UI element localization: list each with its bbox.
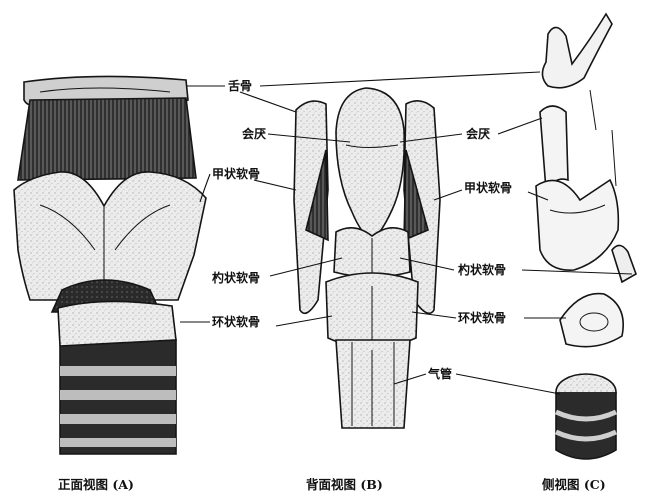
label-thyroid-left: 甲状软骨: [212, 166, 260, 181]
front-trachea-rings: [60, 340, 176, 454]
label-arytenoid-left: 杓状软骨: [212, 270, 260, 285]
side-thyroid-cartilage: [536, 180, 618, 270]
back-epiglottis: [336, 88, 404, 238]
label-hyoid: 舌骨: [228, 78, 252, 93]
leader-hyoid-back: [240, 92, 296, 112]
front-view: 正面视图 (A): [14, 76, 206, 492]
side-epiglottis: [540, 106, 568, 190]
caption-side-view: 侧视图 (C): [542, 477, 606, 492]
label-cricoid-right: 环状软骨: [458, 310, 506, 325]
leader-cricoid-back-left: [276, 316, 332, 326]
label-cricoid-left: 环状软骨: [212, 314, 260, 329]
side-trachea: [556, 374, 616, 459]
caption-back-view: 背面视图 (B): [306, 477, 383, 492]
back-trachea: [336, 340, 410, 428]
side-view: 侧视图 (C): [536, 14, 636, 492]
front-thyrohyoid-membrane: [18, 98, 196, 180]
larynx-front-view-drawing: [14, 76, 206, 454]
side-hyoid: [542, 14, 612, 88]
caption-front-view: 正面视图 (A): [58, 477, 134, 492]
leader-thyroid-back-left: [254, 180, 296, 190]
leader-cricoid-back-right: [412, 312, 456, 318]
label-arytenoid-right: 杓状软骨: [458, 262, 506, 277]
back-view: 背面视图 (B): [294, 88, 440, 492]
side-cricoid: [560, 294, 623, 347]
label-epiglottis-left: 会厌: [242, 126, 266, 141]
label-thyroid-right: 甲状软骨: [464, 180, 512, 195]
label-epiglottis-right: 会厌: [466, 126, 490, 141]
leader-hyoid-side: [260, 72, 540, 86]
leader-arytenoid-side: [522, 270, 632, 274]
leader-epiglottis-side: [498, 118, 542, 134]
label-trachea: 气管: [427, 366, 452, 381]
leader-trachea-side: [456, 374, 560, 394]
side-arytenoid: [612, 245, 636, 282]
